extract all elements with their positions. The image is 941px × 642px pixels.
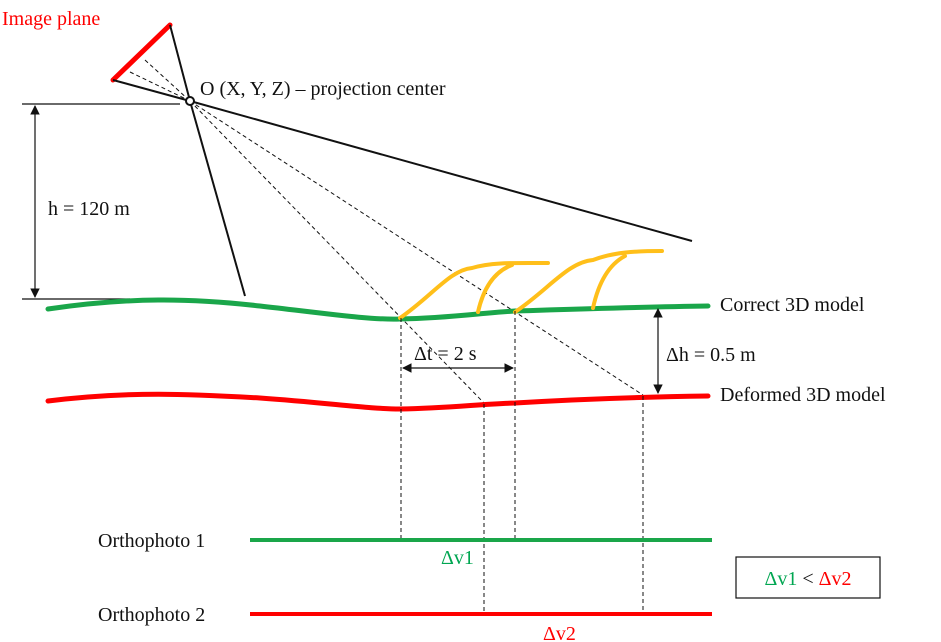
camera-frame-line [169, 24, 191, 102]
deformed-model-label: Deformed 3D model [720, 384, 886, 406]
deformed-3d-model-curve [45, 391, 711, 412]
projection-center-point [185, 96, 195, 106]
legend-text: Δv1 < Δv2 [764, 568, 851, 590]
image-plane-label: Image plane [2, 8, 100, 30]
legend-box [735, 556, 881, 599]
delta-v1-label: Δv1 [441, 547, 474, 569]
delta-h-label: Δh = 0.5 m [666, 344, 756, 366]
correct-model-label: Correct 3D model [720, 294, 865, 316]
camera-ray-dashed [144, 59, 191, 102]
height-label: h = 120 m [48, 198, 130, 220]
fov-line-left [189, 100, 246, 297]
legend-dv2: Δv2 [819, 568, 852, 590]
projection-center-label: O (X, Y, Z) – projection center [200, 78, 446, 100]
wave-crest-1 [398, 260, 550, 320]
projection-ray-dashed [189, 100, 644, 396]
delta-t-label: Δt = 2 s [414, 343, 477, 365]
wave-crest-2 [513, 249, 664, 314]
legend-dv1: Δv1 [764, 568, 797, 590]
orthophoto-2-label: Orthophoto 2 [98, 604, 205, 626]
legend-less-than: < [797, 568, 818, 590]
correct-3d-model-curve [45, 297, 711, 322]
orthophoto-1-label: Orthophoto 1 [98, 530, 205, 552]
image-plane-line [110, 22, 173, 83]
delta-v2-label: Δv2 [543, 623, 576, 642]
fov-line-right [189, 100, 693, 242]
projection-ray-dashed [189, 100, 485, 404]
camera-frame-line [112, 79, 191, 102]
